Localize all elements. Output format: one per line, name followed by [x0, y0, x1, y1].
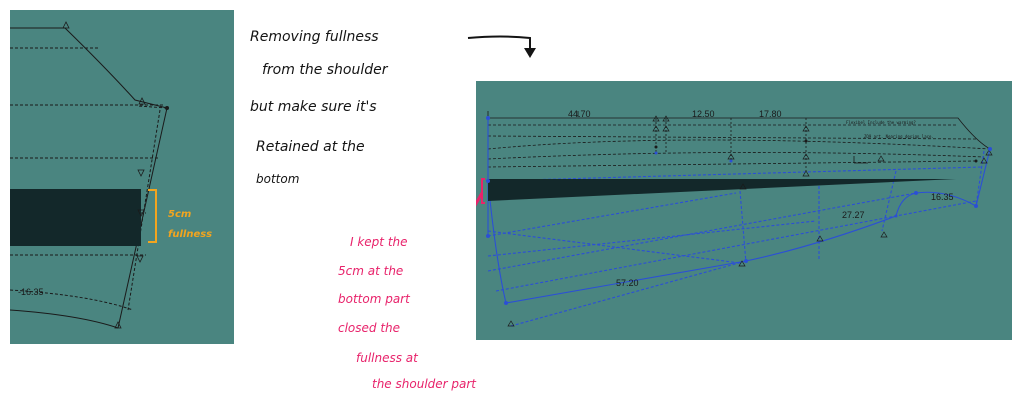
right-pattern-panel: 44.70 12.50 17.80 27.27 16.35 57.20 Flex… [476, 81, 1012, 340]
left-hem-curve [10, 309, 119, 329]
note-removing-line-3: but make sure it's [250, 99, 377, 115]
note-removing-line-5: bottom [256, 172, 300, 186]
left-pattern-panel: -16.35 [10, 10, 234, 344]
right-pattern-drawing: 44.70 12.50 17.80 27.27 16.35 57.20 Flex… [476, 109, 993, 327]
note-kept-line-6: the shoulder part [372, 377, 477, 391]
left-pattern-drawing: -16.35 [10, 21, 169, 329]
fullness-label-line-2: fullness [168, 229, 213, 240]
right-top-edge [488, 117, 991, 150]
pink-pointer-line [476, 192, 484, 207]
left-side-seam [117, 107, 168, 329]
note-kept-line-1: I kept the [350, 235, 408, 249]
tiny-note-1: Flexibel Include the warming? [846, 120, 916, 125]
left-shoulder-curve [10, 27, 168, 109]
arrow-right-down-icon [467, 35, 536, 58]
fullness-label-line-1: 5cm [168, 209, 192, 220]
note-removing-line-4: Retained at the [256, 139, 365, 155]
left-measurement: -16.35 [18, 287, 44, 297]
measurement-57-20: 57.20 [616, 278, 639, 288]
measurement-16-35: 16.35 [931, 192, 954, 202]
measurement-12-50: 12.50 [692, 109, 715, 119]
note-kept-line-2: 5cm at the [338, 264, 404, 278]
note-kept-line-4: closed the [338, 321, 401, 335]
right-fullness-wedge [488, 179, 956, 201]
tiny-note-2: ZO9 art. Nearing design lace. [864, 134, 934, 139]
note-kept-line-5: fullness at [356, 351, 418, 365]
blue-pattern-lines [487, 118, 991, 327]
orange-bracket-icon [148, 189, 157, 243]
note-removing-line-2: from the shoulder [262, 62, 388, 78]
measurement-27-27: 27.27 [842, 210, 865, 220]
measurement-17-80: 17.80 [759, 109, 782, 119]
note-removing-line-1: Removing fullness [250, 29, 379, 45]
note-kept-line-3: bottom part [338, 292, 410, 306]
left-fullness-block [10, 189, 141, 246]
measurement-44-70: 44.70 [568, 109, 591, 119]
